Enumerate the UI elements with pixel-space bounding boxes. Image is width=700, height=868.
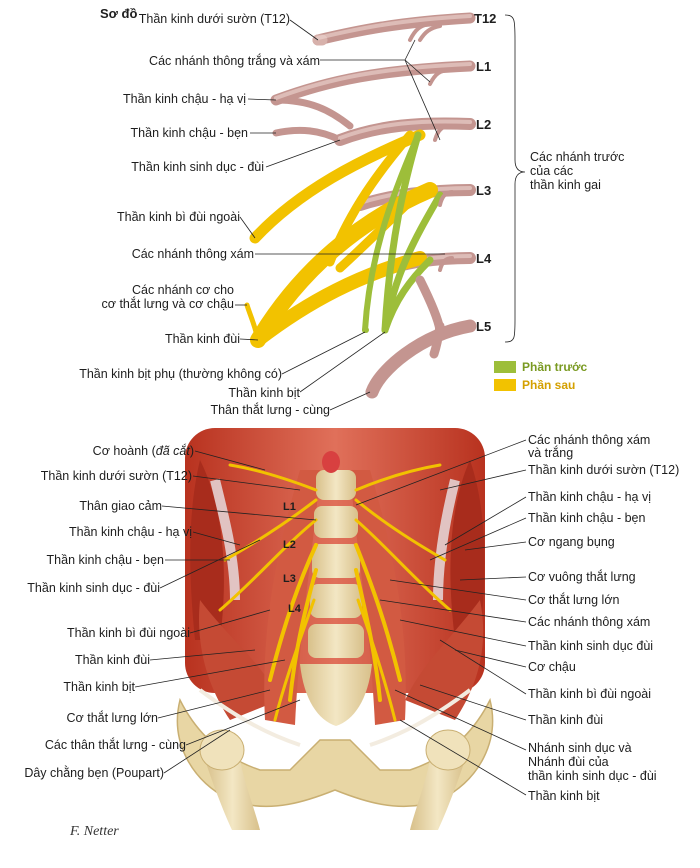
label-muscular-branches-1: Các nhánh cơ cho <box>131 283 234 297</box>
pelvis <box>176 697 494 830</box>
label-r-subcostal: Thần kinh dưới sườn (T12) <box>528 463 680 477</box>
label-r-lat-cutaneous: Thần kinh bì đùi ngoài <box>528 687 652 701</box>
posterior-divisions <box>244 129 438 348</box>
segment-t12: T12 <box>474 11 497 26</box>
iliacus-left <box>199 600 280 720</box>
label-diaphragm-cut: đã cắt <box>155 444 190 458</box>
artist-signature: F. Netter <box>69 824 119 839</box>
label-r-femoral: Thần kinh đùi <box>528 713 604 727</box>
label-r-quadratus: Cơ vuông thắt lưng <box>528 570 636 584</box>
anterior-divisions <box>362 131 444 334</box>
label-l-ilioinguinal: Thần kinh chậu - bẹn <box>46 553 164 567</box>
label-diaphragm-close: ) <box>189 444 194 458</box>
schematic-title: Sơ đồ <box>100 6 138 21</box>
vertebra-l3: L3 <box>283 573 296 585</box>
legend-swatch-anterior <box>494 361 516 373</box>
segment-l4: L4 <box>476 251 492 266</box>
label-l-inguinal-ligament: Dây chằng bẹn (Poupart) <box>24 766 164 780</box>
label-lumbosacral: Thân thắt lưng - cùng <box>210 403 330 417</box>
iliohypo-branch <box>272 96 354 130</box>
vertebra-l2: L2 <box>283 539 296 551</box>
label-r-transversus: Cơ ngang bụng <box>528 535 615 549</box>
segment-l3: L3 <box>476 183 492 198</box>
label-genitofemoral: Thần kinh sinh dục - đùi <box>131 160 264 174</box>
legend-label-anterior: Phần trước <box>522 360 588 374</box>
label-subcostal: Thần kinh dưới sườn (T12) <box>138 12 290 26</box>
label-r-femoral-branch: Nhánh đùi của <box>528 755 609 769</box>
legend-swatch-posterior <box>494 379 516 391</box>
label-iliohypogastric: Thần kinh chậu - hạ vị <box>123 92 246 106</box>
label-r-genitofemoral-of: thần kinh sinh dục - đùi <box>528 769 657 783</box>
label-l-obturator: Thần kinh bịt <box>63 680 135 694</box>
label-obturator: Thần kinh bịt <box>228 386 300 400</box>
aorta-stump <box>322 451 340 473</box>
lumbar-plexus-nerves <box>218 463 452 722</box>
femur-right <box>410 760 465 830</box>
label-diaphragm-main: Cơ hoành ( <box>92 444 156 458</box>
communicating-rami <box>408 22 454 359</box>
label-r-ilioinguinal: Thần kinh chậu - bẹn <box>528 511 646 525</box>
upper-leader-lines <box>235 14 526 411</box>
label-r-iliacus: Cơ chậu <box>528 660 576 674</box>
label-muscular-branches-2: cơ thắt lưng và cơ chậu <box>101 297 234 311</box>
upper-schematic <box>244 12 477 399</box>
vertebra-l4: L4 <box>288 603 301 615</box>
segment-l2: L2 <box>476 117 492 132</box>
femur-left <box>205 760 260 830</box>
legend-item-anterior: Phần trước <box>494 358 587 376</box>
quadratus-left <box>190 460 224 640</box>
label-ilioinguinal: Thần kinh chậu - bẹn <box>130 126 248 140</box>
lower-left-leaders <box>134 450 317 774</box>
label-r-iliohypogastric: Thần kinh chậu - hạ vị <box>528 490 651 504</box>
label-l-lat-cutaneous: Thần kinh bì đùi ngoài <box>66 626 190 640</box>
label-l-sympathetic: Thân giao cảm <box>79 499 162 513</box>
legend: Phần trước Phần sau <box>494 358 587 394</box>
label-l-lumbosacral: Các thân thắt lưng - cùng <box>44 738 186 752</box>
label-r-genitofemoral: Thần kinh sinh dục đùi <box>528 639 654 653</box>
label-l-subcostal: Thần kinh dưới sườn (T12) <box>40 469 192 483</box>
label-acc-obturator: Thần kinh bịt phụ (thường không có) <box>79 367 282 381</box>
label-gray-rami: Các nhánh thông xám <box>131 247 254 261</box>
psoas-right <box>350 470 406 725</box>
legend-item-posterior: Phần sau <box>494 376 587 394</box>
label-r-rami-1: Các nhánh thông xám <box>528 433 651 447</box>
segment-l1: L1 <box>476 59 492 74</box>
label-r-psoas: Cơ thắt lưng lớn <box>528 593 620 607</box>
vertebral-brace <box>504 14 526 343</box>
lower-illustration: F. Netter <box>69 428 494 839</box>
label-rami-white-gray: Các nhánh thông trắng và xám <box>149 54 320 68</box>
label-r-gray-rami: Các nhánh thông xám <box>528 615 651 629</box>
inguinal-ligament <box>198 688 301 747</box>
vertebra-l1: L1 <box>283 501 296 513</box>
label-r-obturator: Thần kinh bịt <box>528 789 600 803</box>
root-l5 <box>365 319 477 399</box>
label-l-femoral: Thần kinh đùi <box>74 653 150 667</box>
ilioing-branch <box>272 126 344 144</box>
lower-right-leaders <box>355 439 527 796</box>
sacrum <box>300 664 372 726</box>
label-r-genital-branch: Nhánh sinh dục và <box>528 741 632 755</box>
label-femoral: Thần kinh đùi <box>164 332 240 346</box>
label-l-iliohypogastric: Thần kinh chậu - hạ vị <box>69 525 192 539</box>
label-lat-cutaneous: Thần kinh bì đùi ngoài <box>116 210 240 224</box>
acc-obturator-nerve <box>362 132 421 333</box>
brace-label-2: của các <box>530 164 574 178</box>
vertebral-column <box>300 451 372 726</box>
label-r-rami-2: và trắng <box>528 446 574 460</box>
brace-label-1: Các nhánh trước <box>530 150 625 164</box>
legend-label-posterior: Phần sau <box>522 378 576 392</box>
iliacus-right <box>405 600 484 720</box>
segment-l5: L5 <box>476 319 492 334</box>
brace-label-3: thần kinh gai <box>530 178 601 192</box>
label-l-genitofemoral: Thần kinh sinh dục - đùi <box>27 581 160 595</box>
label-diaphragm: Cơ hoành (đã cắt) <box>93 444 194 458</box>
label-l-psoas: Cơ thắt lưng lớn <box>66 711 158 725</box>
